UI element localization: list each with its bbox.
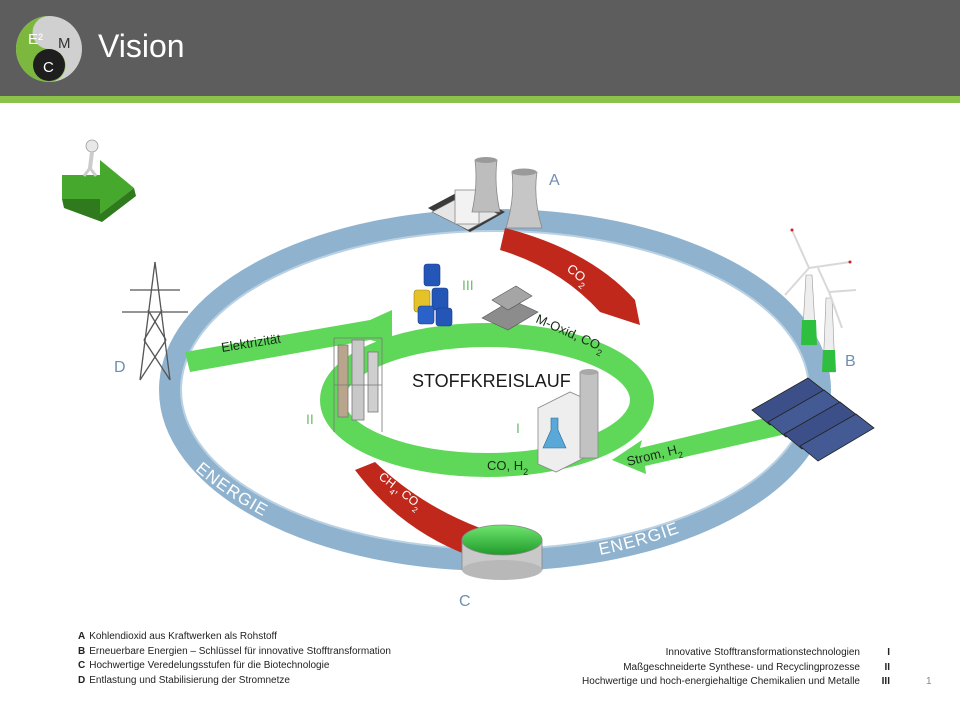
svg-text:ENERGIE: ENERGIE <box>192 458 271 520</box>
logo-letter-c: C <box>43 59 54 76</box>
power-plant-icon <box>428 157 543 232</box>
marker-d: D <box>114 359 126 376</box>
person-arrow-icon <box>62 139 136 222</box>
arrow-co2 <box>500 228 640 325</box>
arrow-elektrizitaet <box>185 310 392 372</box>
lab-flask-icon <box>537 369 599 473</box>
svg-text:CO, H2: CO, H2 <box>487 458 528 477</box>
marker-iii: III <box>462 277 474 293</box>
wind-turbine-icon <box>784 228 857 373</box>
header-bar <box>0 0 960 96</box>
page-title: Vision <box>98 28 185 64</box>
legend-item-i: Innovative Stofftransformationstechnolog… <box>665 647 890 658</box>
energie-label-left: ENERGIE <box>192 458 270 520</box>
legend-item-iii: Hochwertige und hoch-energiehaltige Chem… <box>582 676 890 687</box>
header-accent-line <box>0 96 960 103</box>
marker-i: I <box>516 420 520 436</box>
reactor-column-icon <box>333 337 383 432</box>
barrels-icon <box>413 263 453 327</box>
arrow-strom-h2 <box>612 412 795 474</box>
legend-item-ii: Maßgeschneiderte Synthese- und Recycling… <box>623 661 890 673</box>
logo-letter-m: M <box>58 35 71 52</box>
stoffkreislauf-cycle <box>320 323 654 477</box>
arrow-ch4-co2 <box>355 462 480 556</box>
center-title: STOFFKREISLAUF <box>412 371 571 391</box>
solar-panels-icon <box>751 377 875 462</box>
e2mc-logo: E² M C <box>16 16 82 82</box>
label-co-h2: CO, H <box>487 458 523 473</box>
marker-ii: II <box>306 411 314 427</box>
biogas-tank-icon <box>461 524 543 580</box>
power-pylon-icon <box>122 261 188 381</box>
marker-c: C <box>459 593 471 610</box>
page-number: 1 <box>926 676 932 687</box>
logo-letter-e2: E² <box>28 31 43 48</box>
metal-ingots-icon <box>481 285 539 331</box>
stoffkreislauf-diagram: ENERGIE ENERGIE ENERGIE Elektrizität Str… <box>62 139 875 610</box>
legend-right: Innovative Stofftransformationstechnolog… <box>520 646 890 690</box>
marker-a: A <box>549 172 560 189</box>
marker-b: B <box>845 353 856 370</box>
